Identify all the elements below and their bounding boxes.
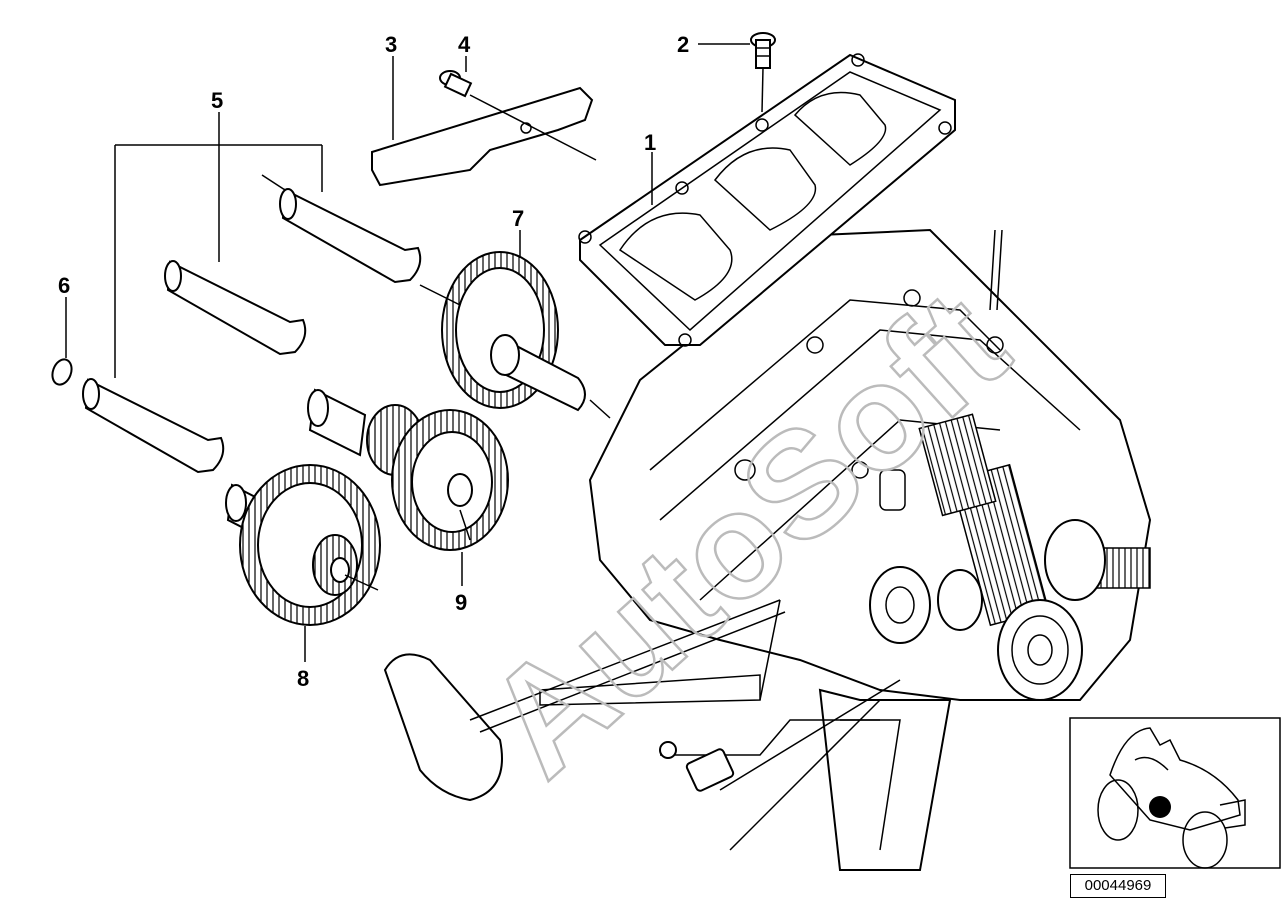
callout-2: 2 [677, 32, 689, 57]
callout-4: 4 [458, 32, 471, 57]
callout-9: 9 [455, 590, 467, 615]
gearbox-housing [383, 228, 1152, 871]
diagram-id-label: 00044969 [1070, 874, 1166, 898]
part-5-shafts [82, 174, 422, 474]
callout-8: 8 [297, 666, 309, 691]
part-7-gear [419, 251, 611, 419]
part-1-cover-plate [578, 53, 956, 347]
motorcycle-icon [1097, 727, 1246, 869]
part-4-screw [439, 70, 597, 161]
motorcycle-locator-inset [1069, 717, 1281, 869]
part-8-gear [225, 464, 381, 626]
callout-5: 5 [211, 88, 223, 113]
callouts: 1 2 3 4 5 6 7 8 9 [58, 32, 689, 691]
part-3-bracket [371, 86, 594, 187]
callout-7: 7 [512, 206, 524, 231]
callout-3: 3 [385, 32, 397, 57]
leader-lines [65, 43, 750, 662]
part-2-screw [750, 32, 776, 113]
callout-1: 1 [644, 130, 656, 155]
part-6-o-ring [51, 358, 73, 386]
callout-6: 6 [58, 273, 70, 298]
part-9-double-gear [307, 388, 509, 551]
